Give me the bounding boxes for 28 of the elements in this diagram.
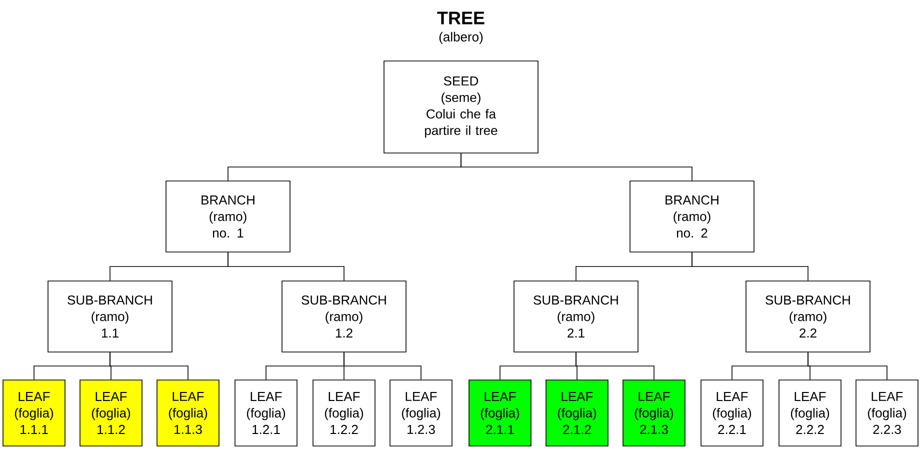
leaf-box: LEAF (foglia) 2.1.1 xyxy=(468,380,532,446)
leaf-box: LEAF (foglia) 1.1.1 xyxy=(2,380,66,446)
connector-line xyxy=(808,352,888,380)
sub-branch-box: SUB-BRANCH (ramo) 1.1 xyxy=(48,280,172,352)
leaf-box: LEAF (foglia) 2.2.3 xyxy=(856,380,918,446)
sub-branch-box: SUB-BRANCH (ramo) 2.1 xyxy=(514,280,638,352)
connector-line xyxy=(692,252,808,281)
leaf-box: LEAF (foglia) 1.2.3 xyxy=(390,380,452,446)
branch-box: BRANCH (ramo) no. 1 xyxy=(166,180,290,252)
leaf-box: LEAF (foglia) 1.2.2 xyxy=(312,380,376,446)
leaf-box: LEAF (foglia) 2.1.2 xyxy=(546,380,608,446)
leaf-box: LEAF (foglia) 2.1.3 xyxy=(622,380,686,446)
leaf-box: LEAF (foglia) 1.1.3 xyxy=(156,380,220,446)
leaf-box: LEAF (foglia) 2.2.1 xyxy=(700,380,764,446)
leaf-box: LEAF (foglia) 1.2.1 xyxy=(234,380,298,446)
connector-line xyxy=(344,352,422,380)
sub-branch-box: SUB-BRANCH (ramo) 2.2 xyxy=(746,280,870,352)
connector-line xyxy=(576,352,654,380)
sub-branch-box: SUB-BRANCH (ramo) 1.2 xyxy=(282,280,406,352)
title: TREE xyxy=(437,12,484,24)
branch-box: BRANCH (ramo) no. 2 xyxy=(630,180,754,252)
seed-box: SEED (seme) Colui che fa partire il tree xyxy=(384,60,538,154)
connector-line xyxy=(460,153,692,181)
leaf-box: LEAF (foglia) 1.1.2 xyxy=(80,380,142,446)
connector-line xyxy=(110,352,188,380)
connector-line xyxy=(228,252,344,281)
subtitle: (albero) xyxy=(439,32,483,44)
leaf-box: LEAF (foglia) 2.2.2 xyxy=(778,380,842,446)
